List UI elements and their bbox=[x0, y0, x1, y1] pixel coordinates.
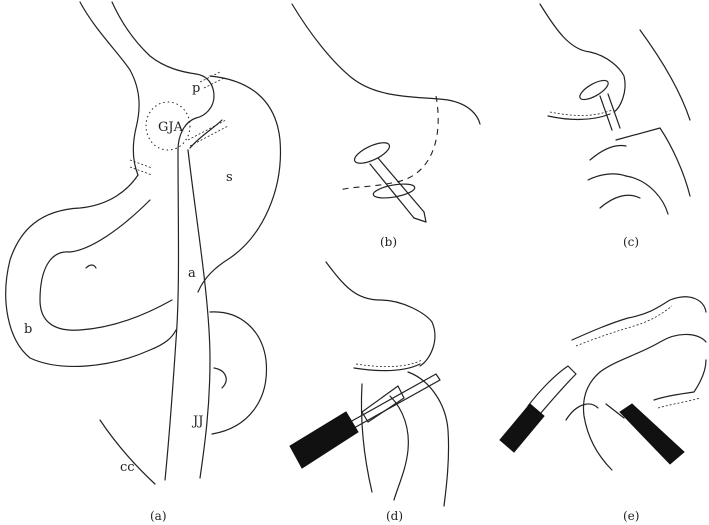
limb-staple-line-2 bbox=[129, 166, 153, 176]
right-wall-c bbox=[639, 29, 691, 121]
gastric-remnant-outline bbox=[197, 75, 282, 293]
hand-c-1 bbox=[589, 144, 627, 161]
stapler-handle-d bbox=[289, 411, 359, 469]
jj-anastomosis-mark bbox=[213, 367, 227, 389]
jejunum-e-upper bbox=[599, 333, 707, 373]
remnant-staple-line-1 bbox=[187, 119, 227, 141]
alimentary-limb-left bbox=[164, 149, 180, 481]
pouch-outline-c bbox=[539, 3, 626, 113]
anvil-shaft-bottom bbox=[369, 163, 415, 219]
hand-c-2 bbox=[587, 173, 627, 181]
biliary-limb-outer bbox=[5, 174, 177, 368]
biliary-kink bbox=[85, 264, 97, 269]
needle-holder-handle-e bbox=[619, 403, 685, 465]
stapler-body-c bbox=[615, 127, 691, 197]
stapler-cartridge-d bbox=[361, 385, 405, 423]
needle-e bbox=[605, 403, 625, 419]
panel-a-anatomy: p GJA s a b JJ cc bbox=[5, 1, 282, 485]
anvil-head-c bbox=[579, 79, 609, 101]
common-channel-left bbox=[99, 419, 156, 485]
caption-c: (c) bbox=[623, 235, 639, 249]
grasper-handle-e bbox=[499, 403, 545, 453]
gastric-wall-opening bbox=[372, 183, 416, 199]
anvil-shaft-c-1 bbox=[599, 95, 613, 131]
stomach-outline-b bbox=[291, 3, 481, 125]
anvil-spike bbox=[413, 211, 427, 223]
pouch-staple-d bbox=[355, 359, 423, 368]
label-pouch: p bbox=[192, 81, 200, 96]
jejunum-d-inner bbox=[389, 395, 409, 501]
caption-e: (e) bbox=[623, 509, 639, 523]
panel-c-anvil-fixation bbox=[539, 3, 691, 215]
label-alimentary-limb: a bbox=[188, 266, 196, 281]
gja-dotted-ring bbox=[145, 101, 191, 151]
gastric-staple-edge bbox=[189, 119, 223, 149]
caption-d: (d) bbox=[386, 509, 403, 523]
grasper-e bbox=[527, 365, 577, 415]
limb-staple-line-1 bbox=[129, 159, 153, 169]
jj-bulge-outline bbox=[209, 311, 268, 435]
biliary-limb-inner bbox=[39, 199, 173, 331]
pouch-bottom-d bbox=[353, 363, 421, 372]
esophagus-left-wall bbox=[79, 1, 140, 176]
jejunum-d-left bbox=[360, 383, 373, 493]
hand-c-3 bbox=[599, 194, 641, 209]
remnant-staple-line-2 bbox=[189, 125, 229, 147]
panel-b-anvil-insertion bbox=[291, 3, 481, 223]
label-biliary-limb: b bbox=[24, 322, 32, 337]
anvil-shaft-top bbox=[377, 157, 425, 213]
alimentary-limb-right bbox=[187, 149, 211, 479]
anvil-shaft-c-2 bbox=[607, 93, 621, 129]
jejunum-e-right bbox=[653, 359, 707, 401]
caption-a: (a) bbox=[150, 509, 167, 523]
label-jj: JJ bbox=[191, 414, 203, 429]
label-common-channel: cc bbox=[120, 460, 135, 475]
pouch-outline-d bbox=[325, 261, 436, 367]
jejunum-d-outer bbox=[407, 371, 450, 507]
jejunum-e-staple bbox=[657, 397, 701, 409]
pouch-staple-c bbox=[549, 109, 613, 116]
label-stomach: s bbox=[226, 170, 233, 185]
esophagus-right-wall bbox=[111, 1, 197, 75]
anvil-head bbox=[353, 142, 391, 164]
opening-e bbox=[565, 403, 599, 421]
label-gja: GJA bbox=[158, 120, 184, 135]
pouch-outline bbox=[177, 73, 215, 151]
pouch-outline-e bbox=[571, 296, 707, 341]
caption-b: (b) bbox=[380, 235, 397, 249]
panel-e-closure bbox=[499, 296, 707, 471]
hand-c-4 bbox=[625, 175, 669, 215]
pouch-bottom-c bbox=[547, 113, 611, 121]
panel-d-linear-stapler bbox=[289, 261, 450, 507]
planned-transection-line bbox=[339, 95, 439, 191]
pouch-staple-e bbox=[575, 305, 673, 347]
jejunum-e-left bbox=[582, 371, 613, 471]
